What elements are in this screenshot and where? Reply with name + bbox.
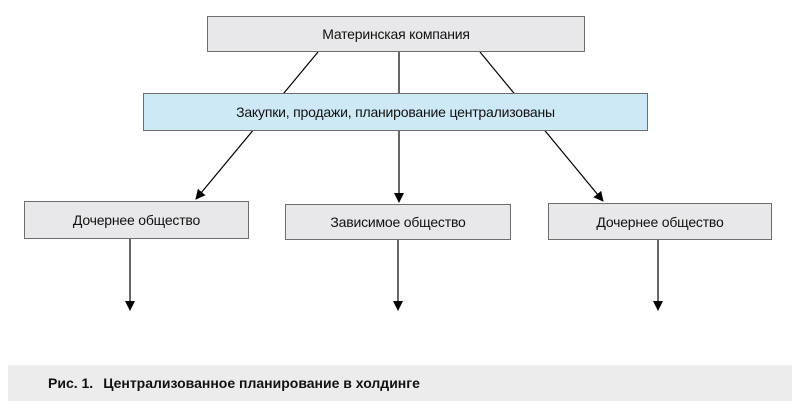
centralized-functions-box: Закупки, продажи, планирование централиз… bbox=[143, 93, 648, 131]
parent-company-box: Материнская компания bbox=[207, 16, 585, 52]
centralized-functions-label: Закупки, продажи, планирование централиз… bbox=[236, 104, 555, 120]
subsidiary-box-right: Дочернее общество bbox=[548, 203, 772, 240]
subsidiary-label-right: Дочернее общество bbox=[596, 213, 724, 230]
subsidiary-label-left: Дочернее общество bbox=[72, 212, 201, 228]
dependent-company-label: Зависимое общество bbox=[330, 214, 466, 230]
dependent-company-box: Зависимое общество bbox=[285, 204, 511, 240]
figure-title: Централизованное планирование в холдинге bbox=[103, 375, 420, 391]
figure-caption: Рис. 1. Централизованное планирование в … bbox=[8, 365, 792, 401]
parent-company-label: Материнская компания bbox=[322, 26, 470, 42]
figure-number: Рис. 1. bbox=[48, 375, 94, 391]
subsidiary-box-left: Дочернее общество bbox=[24, 201, 249, 239]
